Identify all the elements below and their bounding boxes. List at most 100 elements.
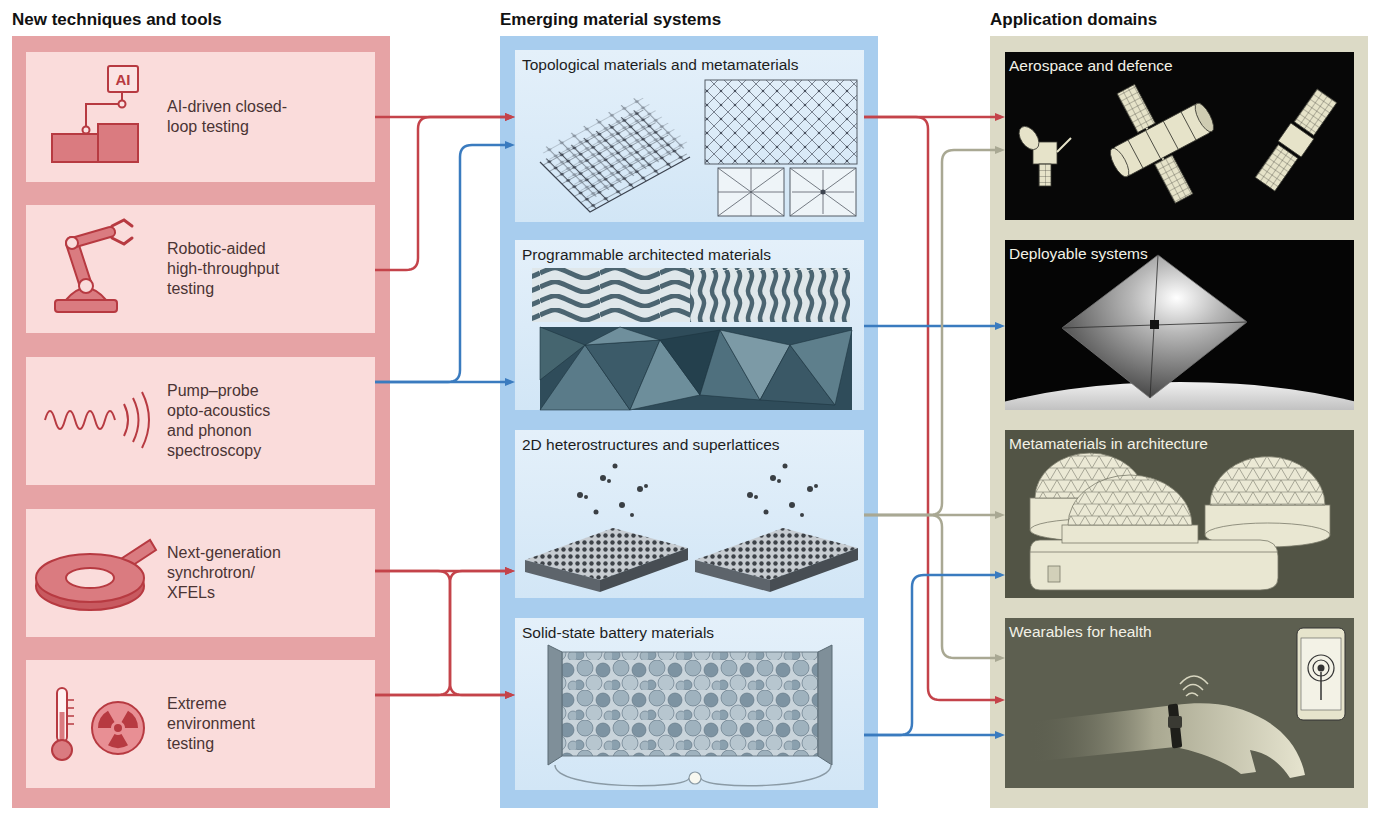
wearable-arm: [1030, 628, 1345, 778]
ai-machine-icon-part: [98, 124, 138, 162]
wave-icon: [45, 392, 149, 448]
heterostructure-slabs-part-part-part: [613, 464, 618, 469]
solar-sail-part: [1062, 255, 1247, 398]
heterostructure-slabs-part-part-part: [783, 464, 788, 469]
topological-lattice-part: [540, 157, 690, 212]
box-title: Wearables for health: [1009, 622, 1152, 641]
architected-material-images-part-part: [700, 330, 760, 400]
heterostructure-slabs-part-part: [525, 528, 688, 580]
architected-material-images-part-part: [660, 330, 720, 395]
robot-arm-icon-part: [66, 237, 78, 249]
satellites-part-part: [1033, 142, 1057, 164]
battery-cell-part: [555, 765, 831, 786]
heterostructure-slabs-part-part-part: [630, 513, 634, 517]
technique-box: AI-driven closed-loop testing: [26, 52, 375, 182]
ai-machine-icon-part: [83, 127, 90, 134]
robot-arm-icon: [55, 220, 132, 312]
box-title: Next-generation synchrotron/ XFELs: [167, 543, 297, 603]
robot-arm-icon-part: [66, 288, 106, 300]
heterostructure-slabs-part-part: [695, 528, 858, 580]
satellites-part-part: [1039, 164, 1051, 186]
extreme-environment-icon-part: [108, 734, 128, 748]
extreme-environment-icon-part: [92, 702, 144, 754]
material-box: 2D heterostructures and superlattices: [515, 430, 864, 598]
wearable-arm-part: [1180, 676, 1208, 696]
robot-arm-icon-part: [72, 243, 86, 286]
flow-arrow: [375, 571, 511, 695]
heterostructure-slabs-part-part: [695, 560, 770, 592]
domes-part: [1048, 566, 1060, 582]
architected-material-images-part: [532, 268, 690, 322]
panel-band: Application domainsAerospace and defence…: [990, 36, 1368, 808]
heterostructure-slabs-part-part-part: [754, 495, 758, 499]
heterostructure-slabs-part-part-part: [777, 479, 781, 483]
panel-heading: Emerging material systems: [500, 10, 721, 30]
heterostructure-slabs-part-part-part: [814, 484, 818, 488]
domes-part: [1030, 498, 1150, 530]
satellites-part-part: [1192, 101, 1218, 135]
heterostructure-slabs-part-part: [577, 464, 648, 518]
topological-lattice-part: [790, 168, 856, 216]
flow-arrow: [864, 117, 1001, 700]
panel-heading: Application domains: [990, 10, 1157, 30]
synchrotron-icon-part: [36, 562, 144, 610]
wearable-arm-part: [1168, 704, 1183, 749]
wave-icon-part: [142, 392, 149, 448]
box-title: Programmable architected materials: [522, 245, 771, 264]
wearable-arm-part: [1168, 716, 1182, 728]
flow-arrow: [864, 515, 1001, 658]
architected-material-images-part-part: [790, 330, 852, 405]
battery-cell-part: [562, 652, 818, 756]
extreme-environment-icon-part: [114, 724, 122, 732]
material-box: Solid-state battery materials: [515, 618, 864, 790]
synchrotron-icon: [36, 540, 156, 610]
extreme-environment-icon-part: [98, 711, 115, 728]
flow-arrow: [864, 575, 1001, 735]
heterostructure-slabs-part-part-part: [600, 475, 606, 481]
ai-machine-icon: [52, 66, 138, 162]
battery-cell-part: [548, 645, 562, 765]
flow-arrow: [864, 116, 1001, 119]
heterostructure-slabs-part-part-part: [800, 513, 804, 517]
robot-arm-icon-part: [72, 243, 86, 286]
architected-material-images-part-part: [585, 327, 660, 345]
technique-box: Robotic-aided high-throughput testing: [26, 205, 375, 333]
satellites-part-part: [1112, 103, 1212, 176]
heterostructure-slabs-part: [695, 464, 858, 593]
satellites: [1015, 60, 1338, 220]
synchrotron-icon-part: [110, 540, 156, 575]
battery-cell: [548, 645, 832, 786]
heterostructure-slabs-part-part: [770, 548, 858, 592]
robot-arm-icon-part: [112, 220, 132, 244]
heterostructure-slabs-part-part-part: [594, 510, 599, 515]
box-title: 2D heterostructures and superlattices: [522, 435, 780, 454]
heterostructure-slabs-part-part: [525, 528, 688, 580]
wearable-arm-part: [1301, 638, 1341, 710]
synchrotron-icon-part: [36, 554, 144, 602]
topological-lattice: [540, 80, 857, 216]
heterostructure-slabs-part: [525, 464, 688, 593]
box-title: AI-driven closed-loop testing: [167, 97, 297, 137]
flow-arrow: [375, 116, 511, 119]
heterostructure-slabs-part-part-part: [807, 486, 813, 492]
application-box: Deployable systems: [1005, 240, 1354, 410]
box-title: Topological materials and metamaterials: [522, 55, 799, 74]
heterostructure-slabs-part-part: [747, 464, 818, 518]
technique-box: Extreme environment testing: [26, 660, 375, 788]
domes-part: [1068, 475, 1192, 525]
wearable-arm-part: [1297, 628, 1345, 720]
satellites-part-part: [1128, 112, 1196, 168]
domes-part: [1030, 540, 1278, 590]
domes-part: [1205, 505, 1330, 535]
solar-sail-part: [1062, 255, 1247, 398]
satellites-part-part: [1117, 84, 1155, 132]
technique-box: Pump–probe opto-acoustics and phonon spe…: [26, 357, 375, 485]
heterostructure-slabs-part-part: [695, 528, 858, 580]
panel-heading: New techniques and tools: [12, 10, 222, 30]
battery-cell-part: [818, 645, 832, 765]
domes-part: [1030, 552, 1278, 553]
architected-material-images-part: [540, 327, 852, 410]
heterostructure-slabs: [525, 464, 858, 593]
topological-lattice-part: [718, 168, 784, 216]
extreme-environment-icon-part: [60, 712, 65, 744]
